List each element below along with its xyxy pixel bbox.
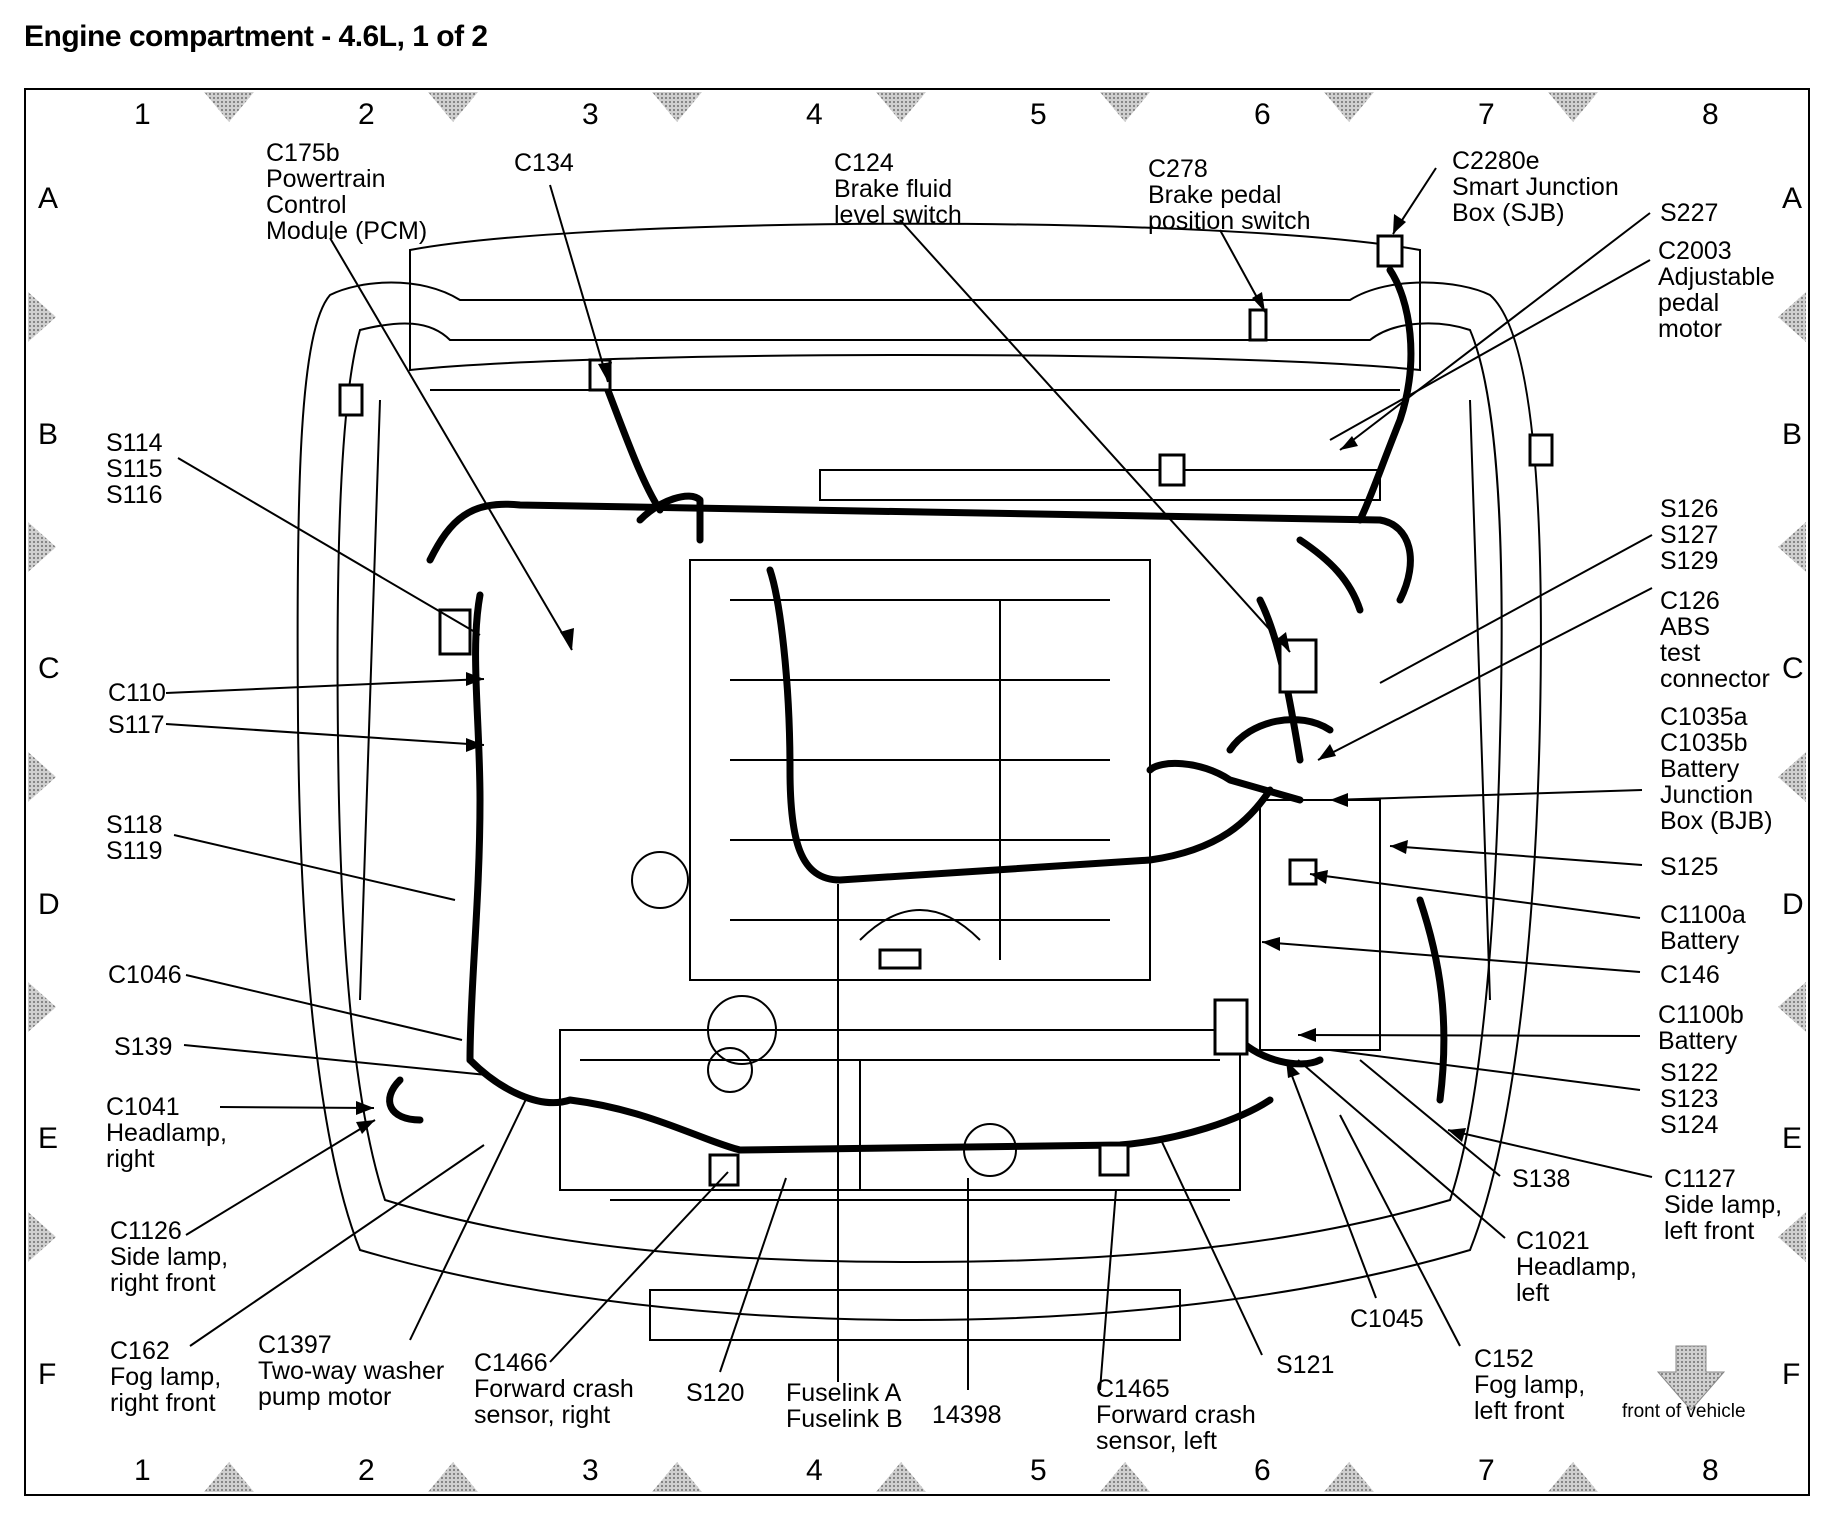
label-c110: C110 (108, 679, 166, 707)
label-c175b-pcm: C175b Powertrain Control Module (PCM) (266, 139, 428, 245)
grid-col-2-top: 2 (358, 98, 375, 131)
grid-col-5-top: 5 (1030, 98, 1047, 131)
grid-row-d-left: D (38, 888, 60, 921)
label-c1046: C1046 (108, 961, 182, 989)
label-c152-fog-lamp-left: C152 Fog lamp, left front (1474, 1345, 1586, 1425)
grid-row-c-right: C (1782, 652, 1804, 685)
label-c146: C146 (1660, 961, 1720, 989)
label-c1021-headlamp-left: C1021 Headlamp, left (1516, 1227, 1637, 1307)
page-title: Engine compartment - 4.6L, 1 of 2 (24, 20, 488, 53)
label-c1100b-battery: C1100b Battery (1658, 1001, 1744, 1055)
label-s118-s119: S118 S119 (106, 811, 163, 865)
label-front-of-vehicle: front of vehicle (1622, 1401, 1746, 1422)
label-c1127-side-lamp-left: C1127 Side lamp, left front (1664, 1165, 1783, 1245)
grid-markers-right (1778, 292, 1806, 1262)
label-c162-fog-lamp-right: C162 Fog lamp, right front (110, 1337, 222, 1417)
label-c1465-crash-sensor-left: C1465 Forward crash sensor, left (1096, 1375, 1256, 1455)
label-s120: S120 (686, 1379, 745, 1407)
label-14398: 14398 (932, 1401, 1002, 1429)
grid-col-7-bottom: 7 (1478, 1454, 1495, 1487)
grid-row-f-right: F (1782, 1358, 1801, 1391)
leader-lines (165, 167, 1653, 1391)
grid-col-6-bottom: 6 (1254, 1454, 1271, 1487)
label-s126-s129: S126 S127 S129 (1660, 495, 1719, 575)
grid-col-4-top: 4 (806, 98, 823, 131)
label-s138: S138 (1512, 1165, 1571, 1193)
grid-row-a-left: A (38, 182, 59, 215)
grid-row-b-right: B (1782, 418, 1803, 451)
label-c1397-washer-pump: C1397 Two-way washer pump motor (258, 1331, 445, 1411)
grid-markers-top (204, 92, 1598, 122)
leader-arrowheads (356, 214, 1466, 1142)
label-c1466-crash-sensor-right: C1466 Forward crash sensor, right (474, 1349, 634, 1429)
grid-col-1-top: 1 (134, 98, 151, 131)
front-of-vehicle-arrow-icon (1656, 1345, 1726, 1411)
label-c124-brake-fluid: C124 Brake fluid level switch (834, 149, 962, 229)
label-c1041-headlamp-right: C1041 Headlamp, right (106, 1093, 227, 1173)
grid-col-3-bottom: 3 (582, 1454, 599, 1487)
label-s117: S117 (108, 711, 165, 739)
label-s122-s124: S122 S123 S124 (1660, 1059, 1719, 1139)
label-fuselink-a-b: Fuselink A Fuselink B (786, 1379, 903, 1433)
label-s125: S125 (1660, 853, 1719, 881)
grid-col-8-top: 8 (1702, 98, 1719, 131)
wire-harness (386, 266, 1448, 1154)
label-c1045: C1045 (1350, 1305, 1424, 1333)
label-c126-abs: C126 ABS test connector (1660, 587, 1770, 693)
grid-col-3-top: 3 (582, 98, 599, 131)
label-c278-brake-pedal: C278 Brake pedal position switch (1148, 155, 1311, 235)
label-c1100a-battery: C1100a Battery (1660, 901, 1746, 955)
grid-col-5-bottom: 5 (1030, 1454, 1047, 1487)
grid-col-2-bottom: 2 (358, 1454, 375, 1487)
grid-markers-bottom (204, 1462, 1598, 1492)
grid-row-b-left: B (38, 418, 59, 451)
label-c134: C134 (514, 149, 574, 177)
label-c2280e-sjb: C2280e Smart Junction Box (SJB) (1452, 147, 1619, 227)
grid-col-6-top: 6 (1254, 98, 1271, 131)
label-s139: S139 (114, 1033, 173, 1061)
grid-row-d-right: D (1782, 888, 1804, 921)
grid-col-7-top: 7 (1478, 98, 1495, 131)
label-s227: S227 (1660, 199, 1719, 227)
grid-markers-left (28, 292, 56, 1262)
label-c2003-pedal-motor: C2003 Adjustable pedal motor (1658, 237, 1775, 343)
grid-col-8-bottom: 8 (1702, 1454, 1719, 1487)
grid-row-a-right: A (1782, 182, 1803, 215)
vehicle-body (296, 222, 1542, 1341)
grid-col-1-bottom: 1 (134, 1454, 151, 1487)
grid-row-f-left: F (38, 1358, 57, 1391)
connector-blocks (338, 234, 1554, 1187)
label-s121: S121 (1276, 1351, 1335, 1379)
grid-col-4-bottom: 4 (806, 1454, 823, 1487)
diagram-frame (24, 88, 1810, 1496)
label-c1126-side-lamp-right: C1126 Side lamp, right front (110, 1217, 229, 1297)
grid-row-e-right: E (1782, 1122, 1803, 1155)
grid-row-e-left: E (38, 1122, 59, 1155)
grid-row-c-left: C (38, 652, 60, 685)
label-c1035-bjb: C1035a C1035b Battery Junction Box (BJB) (1660, 703, 1773, 835)
label-s114-s116: S114 S115 S116 (106, 429, 163, 509)
